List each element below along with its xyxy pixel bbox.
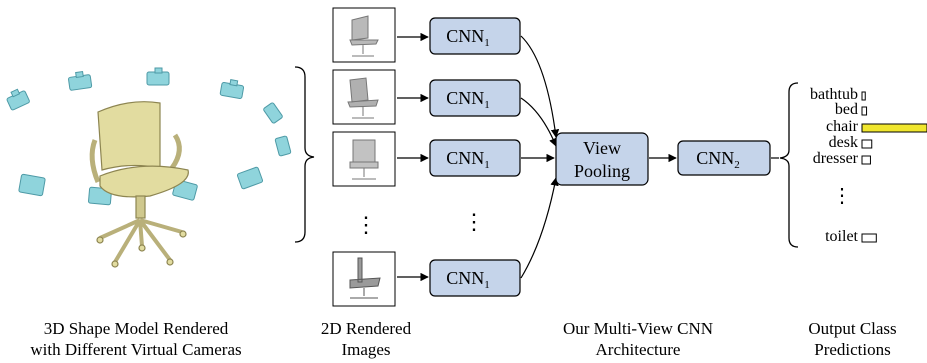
camera-icon: [219, 79, 245, 99]
rendered-views: [332, 7, 396, 307]
svg-text:View: View: [583, 138, 621, 158]
rendered-view-thumbnail: [332, 69, 396, 125]
camera-icon: [18, 173, 46, 197]
caption-mvcnn-architecture: Our Multi-View CNN Architecture: [562, 319, 714, 359]
grouping-brace: [294, 66, 315, 243]
caption-output-predictions: Output Class Predictions: [808, 319, 897, 359]
class-predictions: bathtub bed chair desk dresser ⋮ toilet: [810, 86, 859, 245]
cnn1-box: CNN1: [429, 259, 521, 297]
views-ellipsis: ⋮: [355, 212, 377, 237]
rendered-view-thumbnail: [332, 131, 396, 187]
chair-3d-model: [89, 101, 189, 268]
shape-model-illustration: [6, 67, 292, 268]
class-label-dresser: dresser: [813, 150, 859, 167]
predictions-brace: [779, 82, 799, 248]
camera-icon: [68, 70, 93, 91]
rendered-view-thumbnail: [332, 7, 396, 63]
class-label-chair: chair: [826, 118, 859, 135]
caption-rendered-images: 2D Rendered Images: [320, 319, 412, 359]
cnn1-box: CNN1: [429, 79, 521, 117]
score-bar-chair: [861, 123, 927, 133]
svg-text:CNN1: CNN1: [446, 268, 490, 291]
score-bar-dresser: [861, 155, 871, 165]
svg-text:CNN2: CNN2: [696, 148, 740, 171]
svg-text:CNN1: CNN1: [446, 148, 490, 171]
view-to-cnn-arrows: [397, 32, 429, 282]
caption-shape-model: 3D Shape Model Rendered with Different V…: [30, 319, 242, 359]
cnn1-ellipsis: ⋮: [463, 209, 485, 234]
cnn1-boxes: CNN1 CNN1 CNN1 CNN1: [429, 17, 521, 297]
cnn1-box: CNN1: [429, 139, 521, 177]
cnn-to-pooling-arrows: [520, 35, 560, 279]
score-bar-bed: [861, 106, 868, 116]
score-bar-bathtub: [861, 91, 866, 101]
class-score-bars: [861, 91, 927, 243]
cnn2-box: CNN2: [677, 140, 771, 176]
score-bar-toilet: [861, 233, 877, 243]
svg-text:CNN1: CNN1: [446, 88, 490, 111]
class-label-toilet: toilet: [825, 228, 858, 245]
cnn1-box: CNN1: [429, 17, 521, 55]
svg-text:CNN1: CNN1: [446, 26, 490, 49]
score-bar-desk: [861, 139, 873, 149]
rendered-view-thumbnail: [332, 251, 396, 307]
class-label-desk: desk: [829, 134, 858, 151]
class-ellipsis: ⋮: [832, 185, 852, 207]
camera-icon: [6, 88, 30, 111]
view-pooling-box: View Pooling: [555, 132, 649, 186]
camera-icon: [146, 67, 170, 86]
camera-icon: [274, 135, 292, 157]
class-label-bed: bed: [835, 101, 858, 118]
camera-icon: [236, 166, 264, 190]
camera-icon: [263, 102, 283, 124]
svg-text:Pooling: Pooling: [574, 161, 630, 181]
class-label-bathtub: bathtub: [810, 86, 858, 103]
